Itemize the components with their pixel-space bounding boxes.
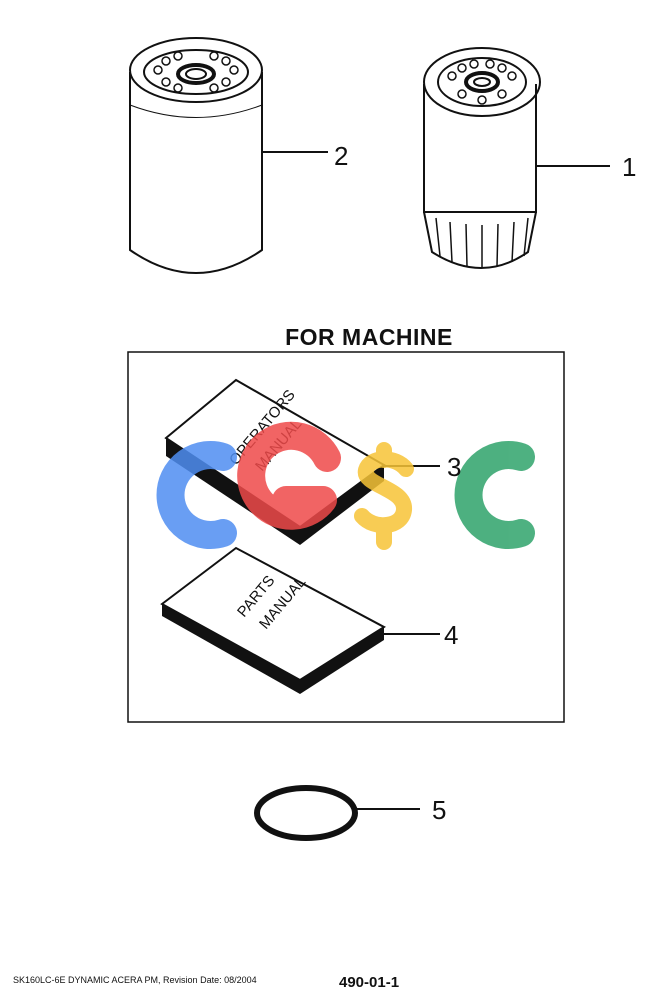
callout-4: 4: [444, 620, 458, 650]
watermark-logo: [156, 421, 535, 550]
manual-group-frame: [127, 351, 565, 723]
watermark-c1: [156, 441, 237, 549]
filter-element-2: [129, 37, 263, 274]
watermark-g: [237, 421, 341, 530]
o-ring: [254, 785, 358, 841]
callout-1: 1: [622, 152, 636, 182]
callout-2: 2: [334, 141, 348, 171]
watermark-c2: [454, 441, 535, 549]
footer-model-revision: SK160LC-6E DYNAMIC ACERA PM, Revision Da…: [13, 975, 257, 985]
filter-element-1: [423, 47, 541, 269]
footer-page-number: 490-01-1: [339, 974, 400, 991]
watermark-s: [354, 442, 414, 550]
callout-5: 5: [432, 795, 446, 825]
section-title: FOR MACHINE: [285, 324, 453, 350]
callout-3: 3: [447, 452, 461, 482]
parts-manual: PARTS MANUAL: [160, 546, 386, 694]
